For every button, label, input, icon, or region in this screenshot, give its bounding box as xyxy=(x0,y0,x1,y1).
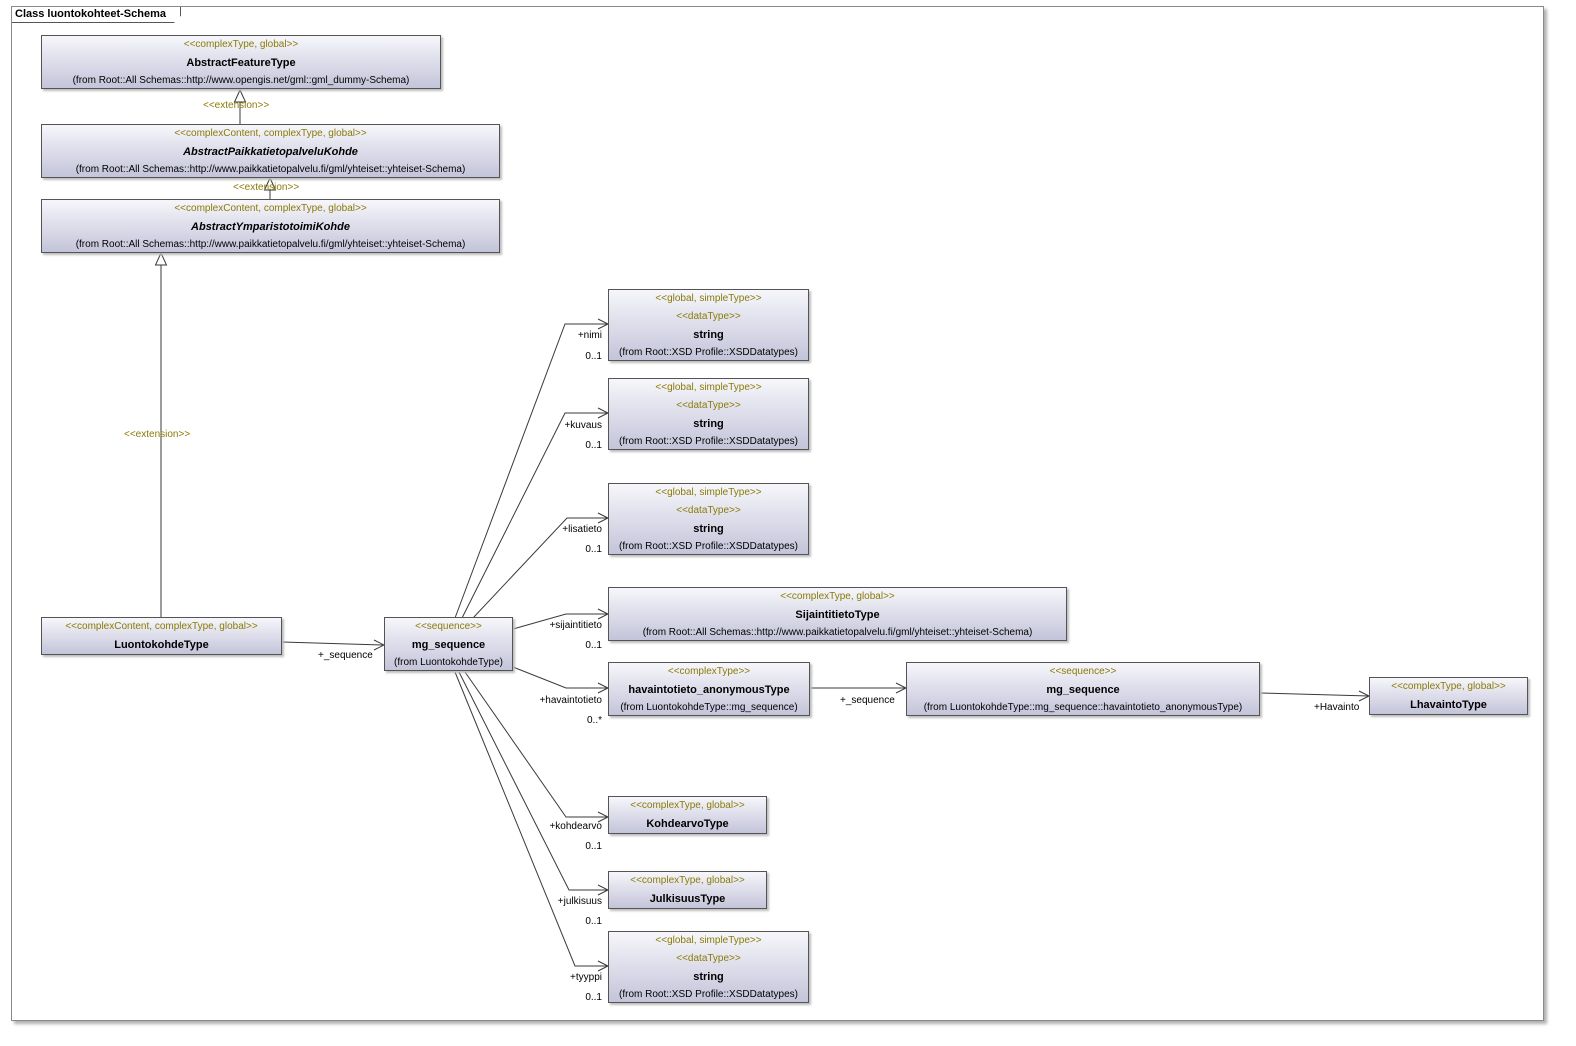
role-label: +tyyppi xyxy=(570,972,602,983)
class-name: LuontokohdeType xyxy=(114,639,209,651)
stereotype-label: <<dataType>> xyxy=(676,311,741,322)
class-origin: (from LuontokohdeType::mg_sequence::hava… xyxy=(923,702,1243,713)
class-name: JulkisuusType xyxy=(649,893,726,905)
class-name: KohdearvoType xyxy=(646,818,729,830)
stereotype-label: <<complexContent, complexType, global>> xyxy=(174,128,367,139)
role-label: +_sequence xyxy=(840,695,895,706)
multiplicity-label: 0..1 xyxy=(585,351,602,362)
association-line xyxy=(472,517,608,619)
role-label: +kohdearvo xyxy=(549,821,602,832)
stereotype-label: <<complexType>> xyxy=(667,666,751,677)
class-origin: (from LuontokohdeType) xyxy=(394,657,503,668)
role-label: +nimi xyxy=(577,330,602,341)
multiplicity-label: 0..1 xyxy=(585,841,602,852)
class-name: string xyxy=(693,971,724,983)
class-origin: (from Root::All Schemas::http://www.open… xyxy=(72,75,410,86)
class-name: string xyxy=(693,523,724,535)
class-sijaintitieto-type[interactable]: <<complexType, global>> SijaintitietoTyp… xyxy=(608,587,1067,641)
stereotype-label: <<complexContent, complexType, global>> xyxy=(174,203,367,214)
class-abstract-feature-type[interactable]: <<complexType, global>> AbstractFeatureT… xyxy=(41,35,441,89)
association-line xyxy=(512,613,608,630)
class-name: SijaintitietoType xyxy=(795,609,880,621)
class-origin: (from Root::All Schemas::http://www.paik… xyxy=(75,239,466,250)
extension-label: <<extension>> xyxy=(124,429,191,440)
generalization-arrowhead xyxy=(263,176,277,191)
extension-label: <<extension>> xyxy=(233,182,300,193)
role-label: +havaintotieto xyxy=(539,695,602,706)
association-line xyxy=(458,671,608,891)
class-kohdearvo-type[interactable]: <<complexType, global>> KohdearvoType xyxy=(608,796,767,834)
role-label: +lisatieto xyxy=(562,524,602,535)
class-origin: (from Root::XSD Profile::XSDDatatypes) xyxy=(619,436,798,447)
multiplicity-label: 0..* xyxy=(586,715,602,726)
stereotype-label: <<global, simpleType>> xyxy=(655,487,762,498)
association-line xyxy=(1259,692,1370,697)
class-name: mg_sequence xyxy=(1046,684,1120,696)
stereotype-label: <<complexContent, complexType, global>> xyxy=(65,621,258,632)
association-line xyxy=(461,412,608,619)
class-abstract-ymparistotoimi-kohde[interactable]: <<complexContent, complexType, global>> … xyxy=(41,199,500,253)
role-label: +Havainto xyxy=(1314,702,1360,713)
class-origin: (from Root::XSD Profile::XSDDatatypes) xyxy=(619,347,798,358)
diagram-title: Class luontokohteet-Schema xyxy=(12,7,181,23)
generalization-arrowhead xyxy=(154,251,168,266)
class-julkisuus-type[interactable]: <<complexType, global>> JulkisuusType xyxy=(608,871,767,909)
role-label: +julkisuus xyxy=(557,896,602,907)
class-name: havaintotieto_anonymousType xyxy=(628,684,790,696)
stereotype-label: <<dataType>> xyxy=(676,505,741,516)
stereotype-label: <<sequence>> xyxy=(415,621,482,632)
class-havaintotieto-anonymous-type[interactable]: <<complexType>> havaintotieto_anonymousT… xyxy=(608,662,810,716)
class-origin: (from Root::All Schemas::http://www.paik… xyxy=(642,627,1033,638)
multiplicity-label: 0..1 xyxy=(585,640,602,651)
class-string-kuvaus[interactable]: <<global, simpleType>> <<dataType>> stri… xyxy=(608,378,809,450)
class-name: mg_sequence xyxy=(411,639,486,651)
multiplicity-label: 0..1 xyxy=(585,992,602,1003)
stereotype-label: <<complexType, global>> xyxy=(780,591,895,602)
stereotype-label: <<complexType, global>> xyxy=(630,800,745,811)
multiplicity-label: 0..1 xyxy=(585,440,602,451)
class-name: string xyxy=(693,329,724,341)
class-origin: (from LuontokohdeType::mg_sequence) xyxy=(620,702,798,713)
class-name: LhavaintoType xyxy=(1410,699,1487,711)
role-label: +kuvaus xyxy=(564,420,602,431)
role-label: +sijaintitieto xyxy=(549,620,602,631)
multiplicity-label: 0..1 xyxy=(585,916,602,927)
stereotype-label: <<complexType, global>> xyxy=(1391,681,1506,692)
multiplicity-label: 0..1 xyxy=(585,544,602,555)
extension-label: <<extension>> xyxy=(203,100,270,111)
stereotype-label: <<global, simpleType>> xyxy=(655,935,762,946)
class-name: AbstractPaikkatietopalveluKohde xyxy=(183,146,358,158)
association-line xyxy=(454,671,608,967)
class-mg-sequence-havainto[interactable]: <<sequence>> mg_sequence (from Luontokoh… xyxy=(906,662,1260,716)
class-abstract-paikkatietopalvelu-kohde[interactable]: <<complexContent, complexType, global>> … xyxy=(41,124,500,178)
stereotype-label: <<complexType, global>> xyxy=(183,39,299,50)
stereotype-label: <<global, simpleType>> xyxy=(655,293,762,304)
stereotype-label: <<complexType, global>> xyxy=(630,875,745,886)
class-string-tyyppi[interactable]: <<global, simpleType>> <<dataType>> stri… xyxy=(608,931,809,1003)
stereotype-label: <<global, simpleType>> xyxy=(655,382,762,393)
class-origin: (from Root::XSD Profile::XSDDatatypes) xyxy=(619,541,798,552)
association-line xyxy=(281,641,385,646)
class-luontokohde-type[interactable]: <<complexContent, complexType, global>> … xyxy=(41,617,282,655)
association-line xyxy=(464,671,608,818)
role-label: +_sequence xyxy=(318,650,373,661)
class-origin: (from Root::All Schemas::http://www.paik… xyxy=(75,164,466,175)
association-line xyxy=(512,666,608,689)
class-lhavainto-type[interactable]: <<complexType, global>> LhavaintoType xyxy=(1369,677,1528,715)
class-string-nimi[interactable]: <<global, simpleType>> <<dataType>> stri… xyxy=(608,289,809,361)
class-mg-sequence[interactable]: <<sequence>> mg_sequence (from Luontokoh… xyxy=(384,617,513,671)
class-name: string xyxy=(693,418,724,430)
generalization-arrowhead xyxy=(233,88,247,103)
association-line xyxy=(454,323,608,619)
class-string-lisatieto[interactable]: <<global, simpleType>> <<dataType>> stri… xyxy=(608,483,809,555)
class-name: AbstractYmparistotoimiKohde xyxy=(191,221,350,233)
stereotype-label: <<dataType>> xyxy=(676,953,741,964)
stereotype-label: <<dataType>> xyxy=(676,400,741,411)
class-name: AbstractFeatureType xyxy=(186,57,296,69)
class-origin: (from Root::XSD Profile::XSDDatatypes) xyxy=(619,989,798,1000)
stereotype-label: <<sequence>> xyxy=(1049,666,1117,677)
